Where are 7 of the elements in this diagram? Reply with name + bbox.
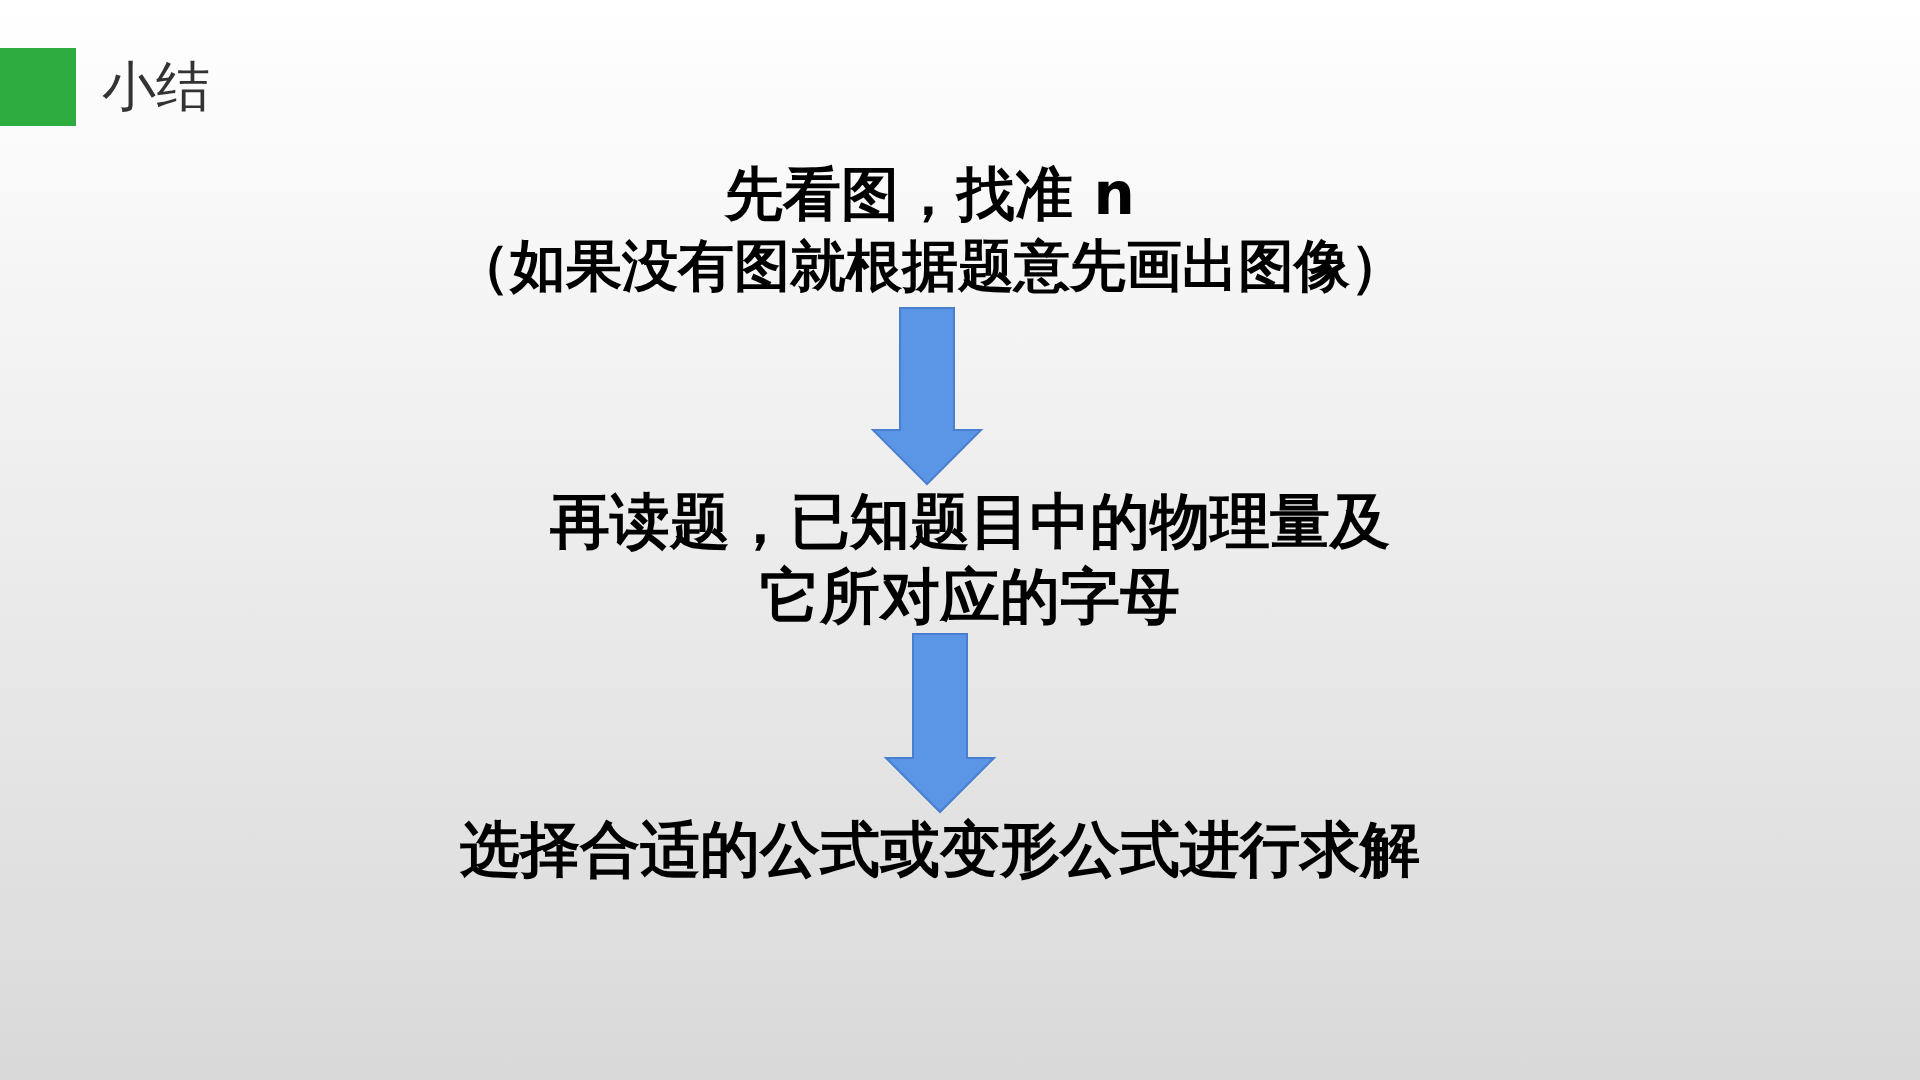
step-text: 选择合适的公式或变形公式进行求解: [459, 813, 1421, 886]
block-arrow: [870, 307, 984, 486]
step-text: 再读题，已知题目中的物理量及它所对应的字母: [549, 485, 1391, 633]
step-text: （如果没有图就根据题意先画出图像）: [453, 231, 1407, 300]
block-arrow: [883, 633, 997, 814]
step-text: 先看图，找准 n: [723, 159, 1136, 230]
slide-title: 小结: [0, 48, 210, 126]
